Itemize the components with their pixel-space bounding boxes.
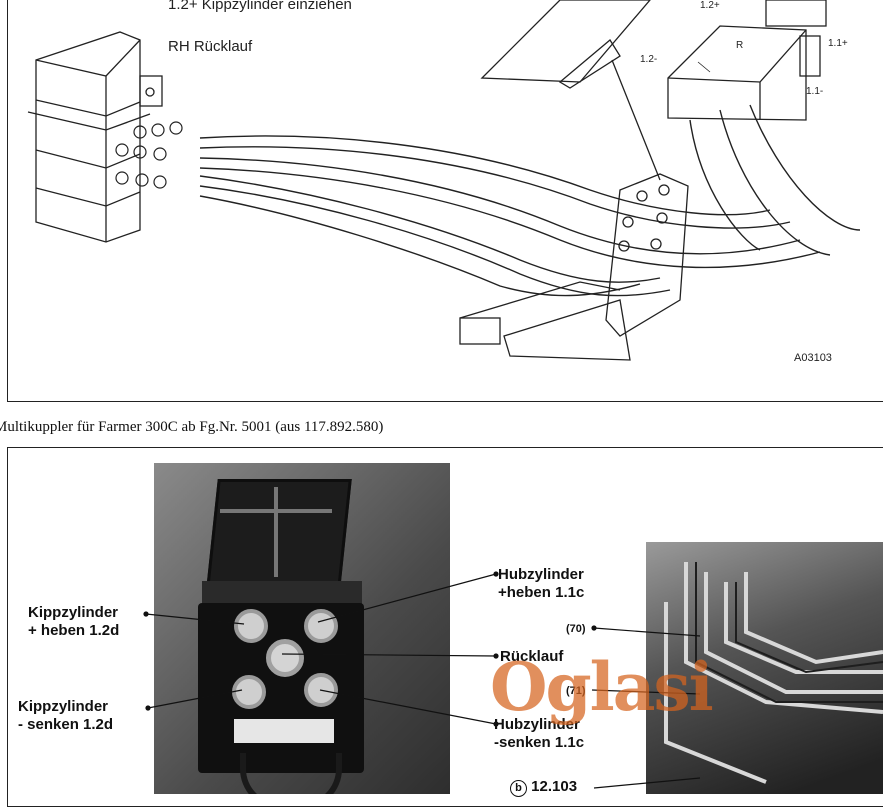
diagram-label-rh: RH Rücklauf [168,38,253,55]
fittings [115,121,183,189]
label-ref-70: (70) [566,623,586,635]
port-label-11minus: 1.1- [806,86,824,97]
label-ruecklauf: Rücklauf [500,648,564,665]
port-label-12plus: 1.2+ [700,0,720,11]
figure-id: A03103 [794,352,832,364]
diagram-label-top: 1.2+ Kippzylinder einziehen [168,0,352,13]
diagram-frame [7,0,883,402]
warning-sticker [234,719,334,743]
multicoupler-photo [154,463,450,794]
label-hub-heben: Hubzylinder +heben 1.1c [498,566,585,601]
port-label-r: R [736,40,744,51]
watermark-logo: Oglasi [490,648,714,726]
valve-block [27,31,163,243]
port-label-12minus: 1.2- [640,54,658,65]
port-label-11plus: 1.1+ [828,38,848,49]
valve-pipes-photo [646,542,883,794]
top-panel [480,0,827,181]
label-hub-senken: Hubzylinder -senken 1.1c [494,716,585,751]
label-kipp-senken: Kippzylinder - senken 1.2d [18,698,114,733]
label-ref-12103: b 12.103 [510,778,577,797]
hoses [199,104,861,297]
label-kipp-heben: Kippzylinder + heben 1.2d [28,604,120,639]
bracket-plate [459,173,689,361]
label-ref-71: (71) [566,685,586,697]
caption: Multikuppler für Farmer 300C ab Fg.Nr. 5… [0,419,384,435]
